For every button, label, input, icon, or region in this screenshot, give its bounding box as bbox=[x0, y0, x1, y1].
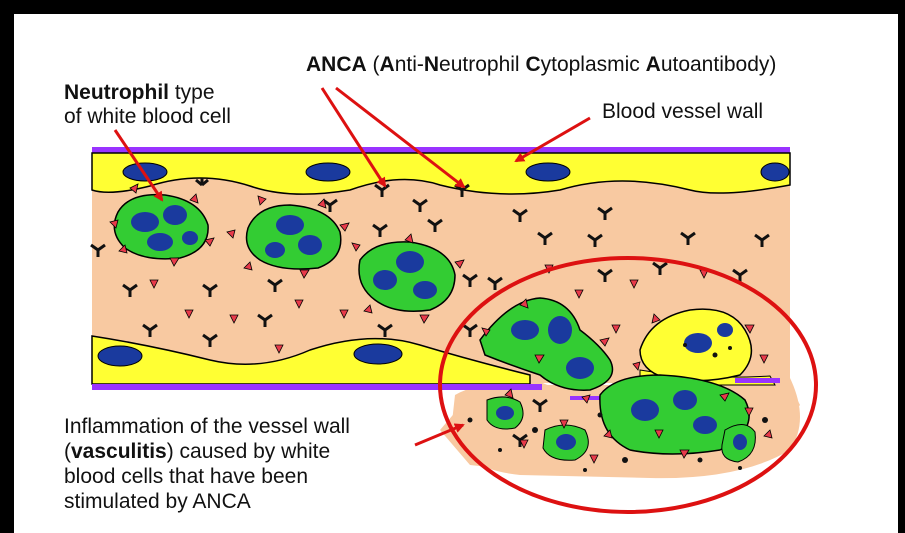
neutrophil-label-line1: Neutrophil type bbox=[64, 80, 215, 105]
inflammation-label-line2: (vasculitis) caused by white bbox=[64, 439, 330, 464]
neutrophil-label-line2: of white blood cell bbox=[64, 104, 231, 129]
inflammation-label-line4: stimulated by ANCA bbox=[64, 489, 251, 514]
neutrophil-7 bbox=[543, 425, 588, 460]
inflammation-label-line3: blood cells that have been bbox=[64, 464, 308, 489]
vessel-wall-label: Blood vessel wall bbox=[602, 99, 763, 124]
inflammation-label-line1: Inflammation of the vessel wall bbox=[64, 414, 350, 439]
anca-label: ANCA (Anti-Neutrophil Cytoplasmic Autoan… bbox=[306, 52, 776, 77]
neutrophil-6 bbox=[487, 397, 523, 429]
